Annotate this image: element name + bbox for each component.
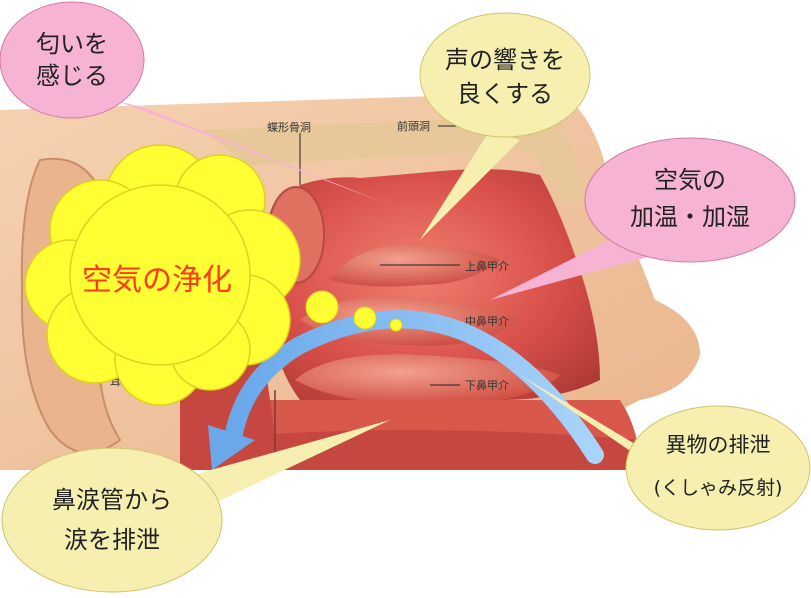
- bubble-small: [389, 318, 403, 332]
- nasal-cavity: [270, 169, 600, 400]
- callout-resonance: 声の響きを 良くする: [419, 12, 591, 240]
- callout-expel-line1: 異物の排泄: [666, 433, 771, 457]
- callout-smell-line1: 匂いを: [36, 30, 108, 58]
- tongue-area: [200, 430, 640, 475]
- superior-turbinate-shape: [330, 244, 500, 287]
- middle-turbinate-label: 中鼻甲介: [465, 314, 509, 328]
- callout-smell-line2: 感じる: [36, 62, 108, 90]
- callout-expel-pointer: [520, 375, 665, 475]
- callout-expel: 異物の排泄 (くしゃみ反射): [520, 375, 811, 531]
- inferior-turbinate-label: 下鼻甲介: [465, 378, 509, 392]
- callout-tears-line1: 鼻涙管から: [52, 486, 172, 514]
- callout-warm-line2: 加温・加湿: [630, 203, 750, 231]
- callout-resonance-line1: 声の響きを: [445, 46, 565, 74]
- sphenoid-label: 蝶形骨洞: [267, 120, 311, 134]
- superior-turbinate-label: 上鼻甲介: [465, 259, 509, 273]
- callout-warm-pointer: [490, 230, 655, 300]
- inferior-turbinate-shape: [295, 354, 560, 405]
- callout-smell-bubble: [0, 1, 145, 119]
- airflow-arrow: [208, 310, 604, 470]
- bubble-medium: [353, 306, 377, 330]
- callout-tears-bubble: [1, 447, 223, 593]
- purify-text: 空気の浄化: [82, 263, 232, 298]
- arrow-head: [208, 425, 255, 470]
- callout-expel-line2: (くしゃみ反射): [654, 477, 783, 499]
- callout-warm-bubble: [584, 137, 796, 263]
- callout-resonance-pointer: [420, 130, 520, 240]
- purify-cloud: 空気の浄化: [24, 144, 403, 406]
- callout-smell: 匂いを 感じる: [0, 1, 390, 205]
- callout-expel-bubble: [625, 405, 811, 531]
- callout-resonance-bubble: [419, 12, 591, 138]
- bubble-large: [305, 290, 339, 324]
- callout-resonance-line2: 良くする: [457, 80, 553, 108]
- arrow-body: [223, 310, 604, 464]
- callout-tears: 鼻涙管から 涙を排泄: [1, 420, 390, 593]
- callout-tears-line2: 涙を排泄: [64, 526, 160, 554]
- callout-tears-pointer: [175, 420, 390, 510]
- callout-smell-pointer: [115, 100, 390, 205]
- callout-warm: 空気の 加温・加湿: [490, 137, 796, 300]
- frontal-label: 前頭洞: [397, 119, 430, 133]
- callout-warm-line1: 空気の: [654, 166, 726, 194]
